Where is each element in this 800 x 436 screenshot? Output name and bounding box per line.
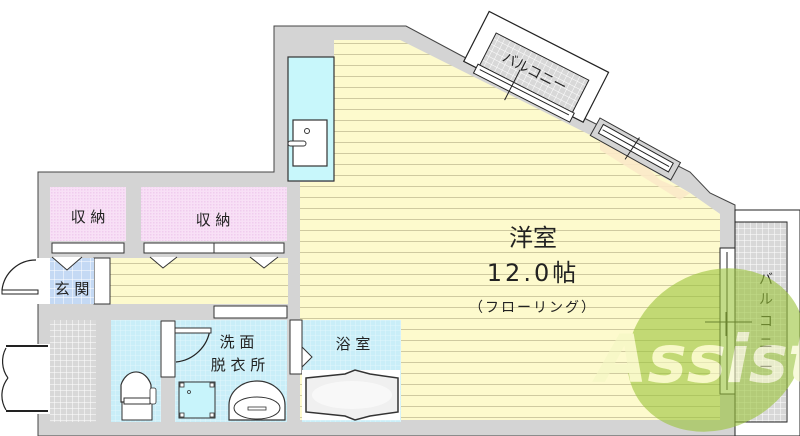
shoe-storage — [50, 320, 96, 422]
bathroom: 浴 室 — [289, 319, 401, 422]
bathtub-icon — [302, 369, 400, 421]
room-name: 洋室 — [509, 224, 557, 252]
watermark-text: Assist — [591, 321, 800, 398]
balcony-top: バルコニー — [462, 10, 610, 124]
entrance-label: 玄 関 — [55, 280, 90, 298]
room-size: 12.0帖 — [487, 259, 579, 287]
storage-right: 収 納 — [141, 187, 287, 269]
wash-basin-icon — [228, 380, 286, 421]
storage-right-label: 収 納 — [196, 211, 231, 229]
side-door[interactable] — [1, 344, 50, 414]
storage-left: 収 納 — [50, 187, 126, 254]
entrance: 玄 関 — [50, 256, 94, 304]
storage-left-label: 収 納 — [71, 208, 106, 226]
bathroom-label: 浴 室 — [336, 335, 371, 353]
hallway-floor — [110, 258, 288, 304]
kitchen — [287, 56, 335, 182]
entrance-door[interactable] — [1, 258, 50, 304]
diagonal-window — [589, 117, 682, 181]
assist-watermark-logo: Assist — [591, 268, 800, 432]
toilet-icon — [120, 371, 157, 421]
room-flooring: （フローリング） — [469, 300, 597, 316]
western-room-label: 洋室 12.0帖 （フローリング） — [469, 224, 597, 316]
washroom-label-2: 脱 衣 所 — [211, 356, 266, 374]
faucet-icon — [287, 140, 307, 147]
washing-machine-icon — [178, 381, 216, 419]
washroom: 洗 面 脱 衣 所 — [111, 305, 288, 422]
washroom-label-1: 洗 面 — [220, 333, 255, 351]
